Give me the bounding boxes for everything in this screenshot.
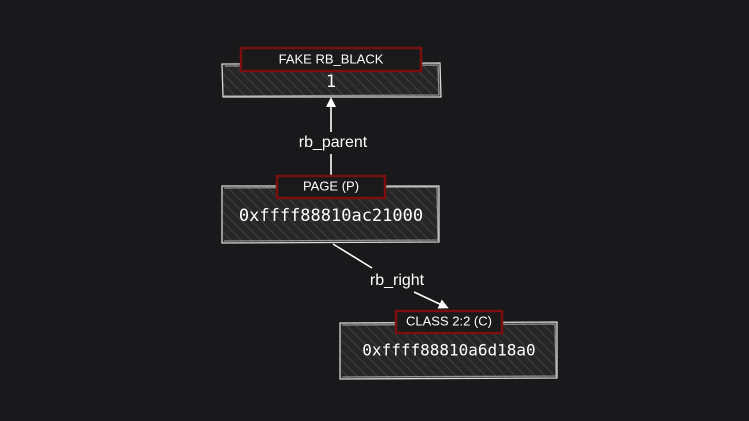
- edge-rb-right: rb_right: [332, 243, 449, 309]
- node-value-fake-rb-black: 1: [326, 72, 336, 92]
- node-tag-class: CLASS 2:2 (C): [406, 313, 492, 328]
- node-fake-rb-black: FAKE RB_BLACK 1: [221, 46, 442, 98]
- node-value-class: 0xffff88810a6d18a0: [362, 341, 535, 360]
- edge-rb-parent: rb_parent: [294, 97, 370, 178]
- edge-label-rb-parent: rb_parent: [299, 134, 368, 151]
- node-value-page: 0xffff88810ac21000: [239, 206, 423, 226]
- edge-label-rb-right: rb_right: [370, 272, 425, 289]
- node-tag-fake-rb-black: FAKE RB_BLACK: [279, 51, 384, 66]
- node-class: CLASS 2:2 (C) 0xffff88810a6d18a0: [339, 309, 558, 380]
- node-page: PAGE (P) 0xffff88810ac21000: [221, 174, 440, 244]
- node-tag-page: PAGE (P): [303, 178, 359, 193]
